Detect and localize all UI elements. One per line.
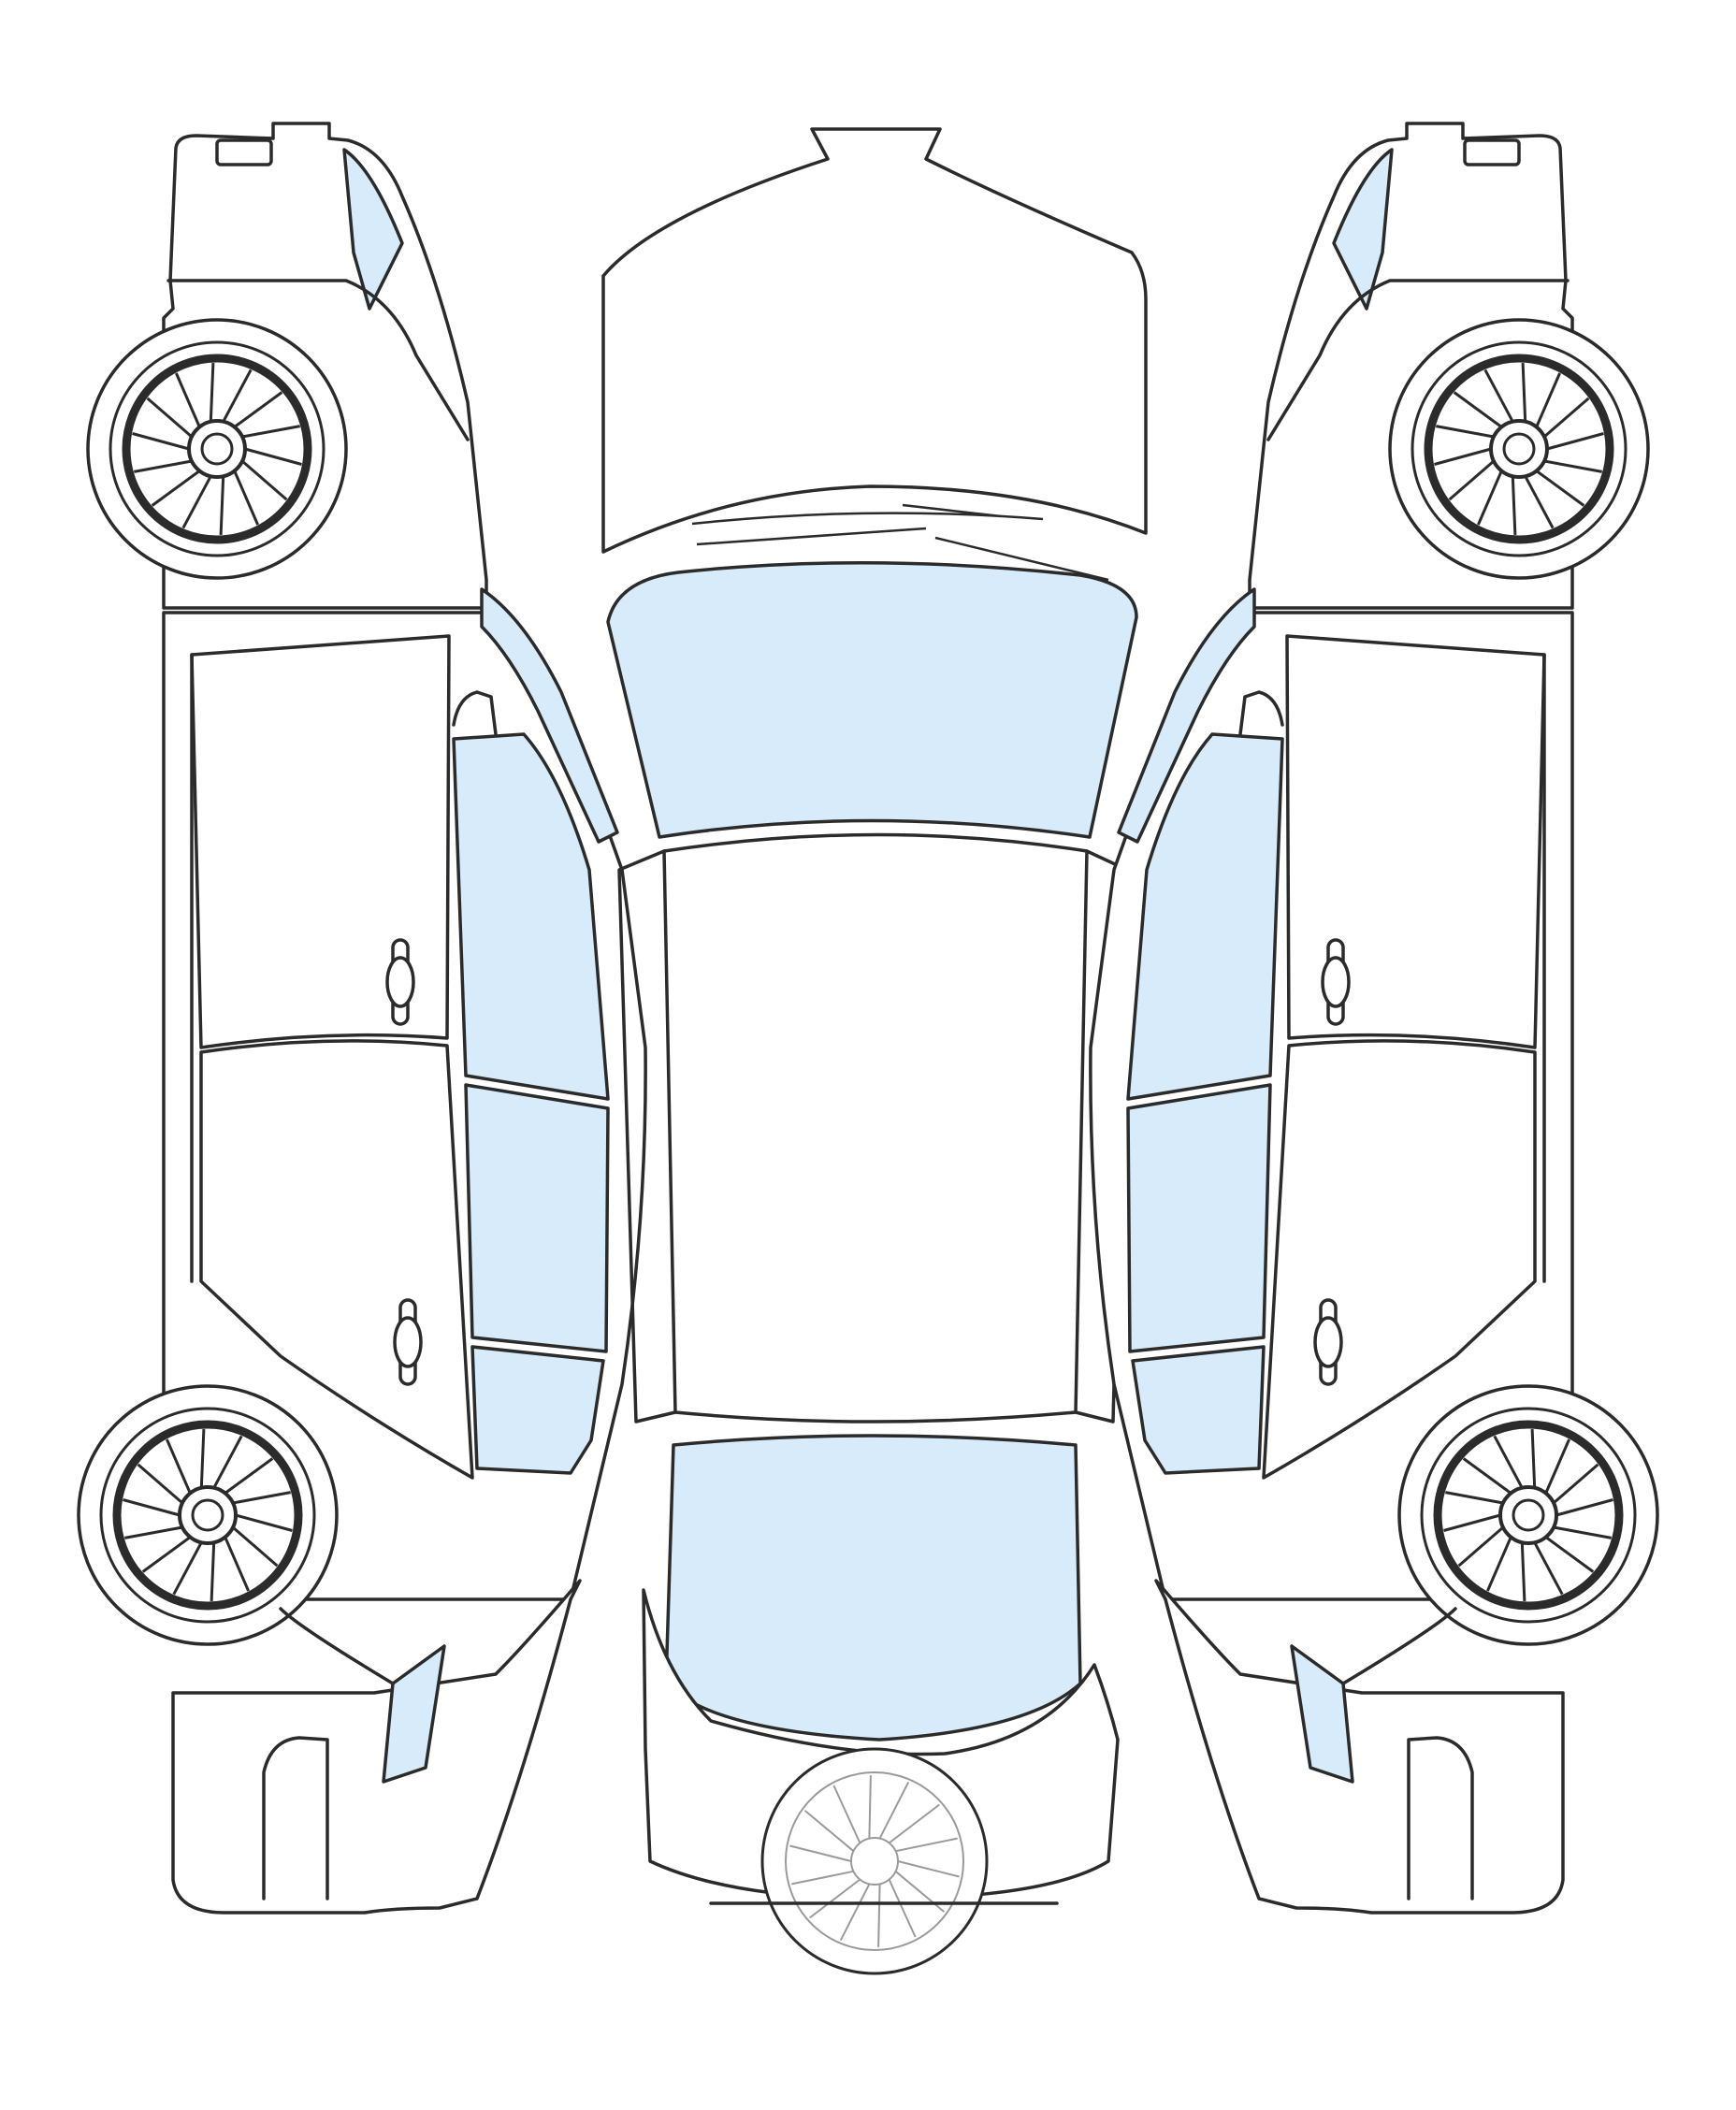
left-a-pillar-glass[interactable] (480, 587, 619, 844)
right-a-pillar-glass[interactable] (1117, 587, 1256, 844)
top-rear-window[interactable] (664, 1434, 1082, 1741)
left-rear-light-glass[interactable] (382, 1644, 446, 1784)
left-front-windshield-edge[interactable] (342, 148, 404, 311)
right-front-door-handle[interactable] (1321, 938, 1351, 1026)
car-top-view[interactable] (601, 127, 1148, 1975)
top-windshield[interactable] (606, 560, 1138, 839)
car-left-side-view[interactable] (79, 122, 647, 1915)
left-front-door-handle[interactable] (385, 938, 415, 1026)
left-front-door-window[interactable] (452, 732, 610, 1101)
left-quarter-window[interactable] (470, 1345, 605, 1475)
right-rear-wheel[interactable] (1399, 1386, 1657, 1644)
top-spare-wheel (709, 1747, 1059, 1975)
left-rear-door-handle[interactable] (393, 1298, 423, 1386)
right-quarter-window[interactable] (1131, 1345, 1266, 1475)
left-rear-wheel[interactable] (79, 1386, 337, 1644)
right-rear-light-glass[interactable] (1290, 1644, 1354, 1784)
right-rear-door-handle[interactable] (1313, 1298, 1343, 1386)
top-roof[interactable] (662, 832, 1089, 1424)
right-front-windshield-edge[interactable] (1332, 148, 1394, 311)
right-front-wheel[interactable] (1390, 320, 1648, 578)
left-rear-door-window[interactable] (464, 1083, 610, 1353)
left-front-wheel[interactable] (88, 320, 346, 578)
left-front-lamp[interactable] (215, 138, 273, 166)
top-wipers (691, 503, 1109, 582)
left-rear-bumper[interactable] (171, 1579, 582, 1915)
car-right-side-view[interactable] (1089, 122, 1657, 1915)
right-front-door-window[interactable] (1126, 732, 1284, 1101)
right-rear-door-window[interactable] (1126, 1083, 1272, 1353)
top-hood[interactable] (601, 127, 1148, 554)
right-rear-bumper[interactable] (1154, 1579, 1565, 1915)
right-front-lamp[interactable] (1463, 138, 1521, 166)
